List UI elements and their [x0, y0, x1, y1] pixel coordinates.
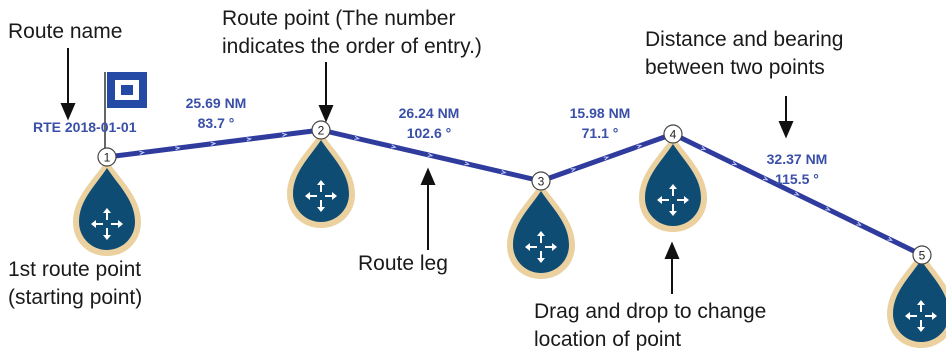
leg-4-bearing: 115.5 °	[775, 171, 819, 187]
leg-direction-chevron	[856, 221, 862, 226]
leg-2-distance: 26.24 NM	[399, 105, 460, 121]
leg-direction-chevron	[887, 236, 893, 241]
annotation-distance-line2: between two points	[645, 56, 825, 79]
leg-direction-chevron	[731, 161, 738, 166]
leg-direction-chevron	[794, 191, 800, 196]
annotation-first-point-line1: 1st route point	[8, 258, 141, 281]
route-flag-icon	[104, 72, 147, 148]
leg-direction-chevron	[603, 156, 610, 161]
annotation-first-point-line2: (starting point)	[8, 286, 142, 309]
leg-direction-chevron	[464, 161, 470, 166]
arrow-drag	[664, 241, 680, 294]
arrow-route-point	[318, 62, 334, 123]
leg-direction-chevron	[139, 150, 145, 155]
arrow-route-name	[60, 48, 76, 121]
annotation-route-point-line2: indicates the order of entry.)	[222, 35, 482, 58]
arrow-route-leg	[420, 167, 436, 250]
route-point-3[interactable]: 3	[531, 171, 551, 191]
leg-direction-chevron	[500, 169, 507, 174]
route-point-4[interactable]: 4	[663, 124, 683, 144]
leg-1-bearing: 83.7 °	[198, 115, 235, 131]
annotation-arrows	[60, 48, 794, 294]
leg-direction-chevron	[427, 152, 434, 157]
annotation-drag-line2: location of point	[534, 328, 681, 351]
route-point-number: 2	[318, 124, 325, 138]
leg-3-bearing: 71.1 °	[582, 125, 619, 141]
annotation-route-leg: Route leg	[358, 252, 448, 275]
leg-direction-chevron	[636, 144, 643, 149]
leg-direction-chevron	[354, 135, 360, 140]
route-point-2[interactable]: 2	[311, 120, 331, 140]
drag-handle-icon-3[interactable]	[507, 183, 575, 279]
leg-direction-chevron	[700, 146, 707, 151]
leg-label-3: 15.98 NM 71.1 °	[570, 105, 631, 141]
route-point-markers	[73, 132, 946, 348]
leg-direction-chevron	[210, 141, 217, 146]
leg-direction-chevron	[570, 168, 577, 173]
drag-handle-icon-2[interactable]	[287, 132, 355, 228]
drag-handle-icon-1[interactable]	[73, 160, 141, 256]
leg-4-distance: 32.37 NM	[767, 151, 828, 167]
route-legs	[104, 127, 925, 258]
annotation-distance-line1: Distance and bearing	[645, 28, 843, 51]
arrow-distance	[778, 96, 794, 139]
leg-direction-chevron	[246, 137, 252, 142]
route-point-number: 4	[670, 128, 677, 142]
leg-label-4: 32.37 NM 115.5 °	[767, 151, 828, 187]
leg-3-distance: 15.98 NM	[570, 105, 631, 121]
leg-direction-chevron	[762, 176, 769, 181]
leg-1-distance: 25.69 NM	[186, 95, 247, 111]
drag-handle-icon-5[interactable]	[887, 252, 946, 348]
annotation-route-name: Route name	[8, 20, 122, 43]
leg-direction-chevron	[825, 206, 831, 211]
route-point-number: 3	[538, 175, 545, 189]
leg-label-2: 26.24 NM 102.6 °	[399, 105, 460, 141]
leg-2-bearing: 102.6 °	[407, 125, 452, 141]
route-point-number: 1	[104, 151, 111, 165]
route-point-number: 5	[919, 249, 926, 263]
leg-label-1: 25.69 NM 83.7 °	[186, 95, 247, 131]
route-point-5[interactable]: 5	[912, 245, 932, 265]
route-point-numbers: 1 2 3 4 5	[97, 120, 932, 265]
leg-direction-chevron	[175, 146, 181, 151]
annotation-route-point-line1: Route point (The number	[222, 7, 455, 30]
drag-handle-icon-4[interactable]	[639, 136, 707, 232]
route-name-label: RTE 2018-01-01	[33, 119, 137, 135]
leg-direction-chevron	[390, 144, 397, 149]
leg-direction-chevron	[282, 132, 288, 137]
annotation-drag-line1: Drag and drop to change	[534, 300, 766, 323]
route-point-1[interactable]: 1	[97, 147, 117, 167]
